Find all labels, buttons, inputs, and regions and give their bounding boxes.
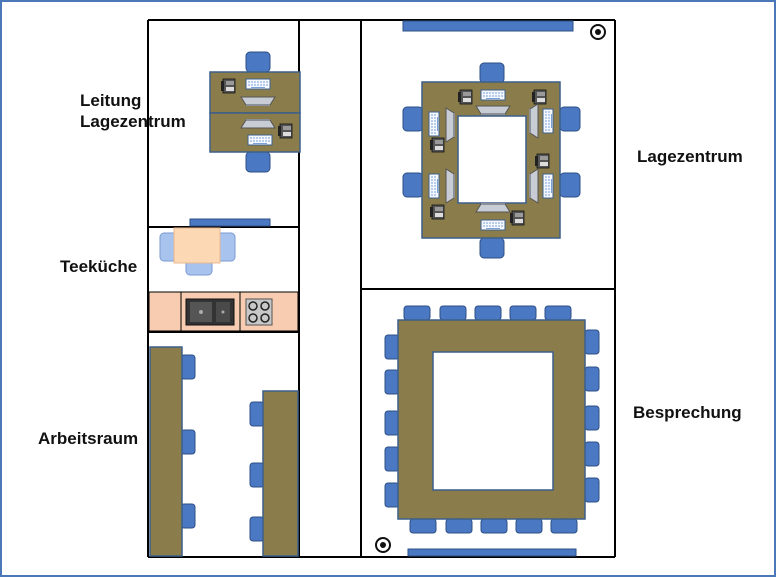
chair xyxy=(249,401,265,427)
stove-icon xyxy=(245,298,273,326)
chair xyxy=(245,51,271,73)
chair xyxy=(249,516,265,542)
label-teekueche: Teeküche xyxy=(60,257,138,276)
chair xyxy=(479,237,505,259)
chair xyxy=(402,106,424,132)
chair xyxy=(509,305,537,321)
chair xyxy=(474,305,502,321)
chair xyxy=(584,477,600,503)
teekueche-area xyxy=(148,227,299,332)
chair xyxy=(439,305,467,321)
chair xyxy=(249,462,265,488)
desk xyxy=(149,346,183,557)
label-arbeitsraum: Arbeitsraum xyxy=(38,429,139,448)
label-leitung-lagezentrum: Leitung Lagezentrum xyxy=(80,90,186,132)
chair xyxy=(584,405,600,431)
chair xyxy=(384,446,400,472)
sink-icon xyxy=(185,298,235,326)
label-line: Lagezentrum xyxy=(80,112,186,131)
whiteboard xyxy=(189,218,271,227)
chair xyxy=(180,503,196,529)
whiteboard xyxy=(402,20,574,32)
chair xyxy=(584,441,600,467)
chair xyxy=(180,429,196,455)
chair xyxy=(180,354,196,380)
conference-table xyxy=(397,319,586,520)
chair xyxy=(550,518,578,534)
chair xyxy=(445,518,473,534)
chair xyxy=(479,62,505,84)
chair xyxy=(409,518,437,534)
chair xyxy=(480,518,508,534)
chair xyxy=(384,410,400,436)
chair xyxy=(544,305,572,321)
label-line: Leitung xyxy=(80,91,142,110)
chair xyxy=(584,329,600,355)
chair xyxy=(384,334,400,360)
chair xyxy=(403,305,431,321)
chair xyxy=(245,151,271,173)
desk xyxy=(421,81,561,239)
chair xyxy=(515,518,543,534)
desk xyxy=(262,390,299,557)
whiteboard xyxy=(407,548,577,557)
chair xyxy=(402,172,424,198)
kitchen-table xyxy=(173,227,221,264)
chair xyxy=(559,172,581,198)
lagezentrum-table xyxy=(402,62,581,259)
chair xyxy=(384,369,400,395)
label-lagezentrum: Lagezentrum xyxy=(637,147,743,166)
chair xyxy=(584,366,600,392)
arbeitsraum-desks xyxy=(149,346,299,557)
leitung-desks xyxy=(209,51,301,173)
chair xyxy=(559,106,581,132)
chair xyxy=(384,482,400,508)
label-besprechung: Besprechung xyxy=(633,403,742,422)
